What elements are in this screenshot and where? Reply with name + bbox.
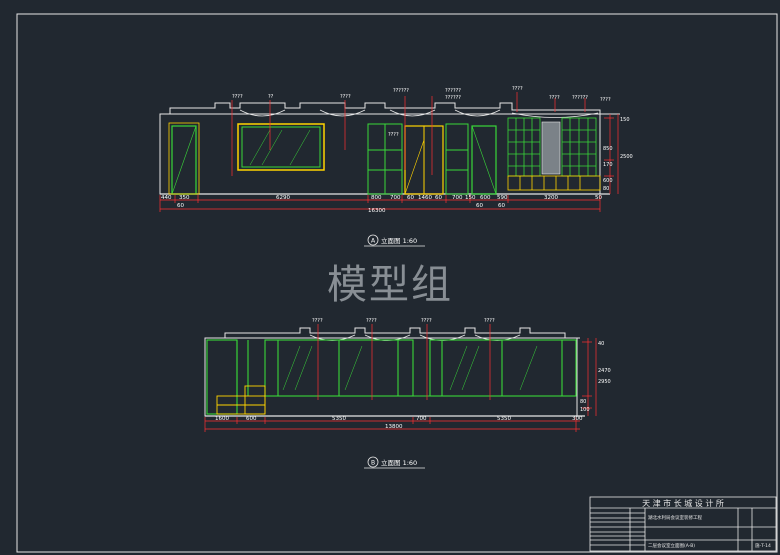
- wall-panels-b: [206, 339, 577, 415]
- dim-a-r2-2: 60: [476, 203, 483, 209]
- rdim-a-6: 80: [603, 186, 609, 192]
- rdim-b-1: 40: [598, 341, 604, 347]
- cabinet-base-a: [507, 175, 601, 191]
- dim-b-1: 1600: [215, 416, 229, 422]
- top-labels-a: ???? ?? ???? ?????? ?????? ?????? ???? ?…: [232, 86, 611, 138]
- screen-hatch: [249, 129, 311, 166]
- dim-a-5: 700: [390, 195, 401, 201]
- title-block-sheet-no: 施-T-14: [755, 542, 771, 549]
- elevation-b: 1600 600 5350 700 5350 300 13800 40 2470…: [204, 318, 611, 469]
- dim-a-4: 800: [371, 195, 382, 201]
- dim-a-3: 6290: [276, 195, 290, 201]
- tlabel-a-6: ??????: [445, 95, 461, 101]
- ceiling-profile-a: [160, 102, 620, 115]
- screen-frame-a: [237, 123, 325, 171]
- tlabel-a-2: ??: [268, 94, 274, 100]
- elevation-title-b: 立面图 1:60: [381, 458, 417, 467]
- tlabel-a-4: ??????: [393, 88, 409, 94]
- dim-b-5: 5350: [497, 416, 511, 422]
- dim-a-r2-3: 60: [498, 203, 505, 209]
- tlabel-b-3: ????: [421, 318, 432, 324]
- tlabel-a-1: ????: [232, 94, 243, 100]
- rdim-a-1: 150: [620, 117, 630, 123]
- elevation-marker-a: A 立面图 1:60: [364, 234, 425, 247]
- dimension-texts-a: 440 350 6290 800 700 60 1460 60 700 150 …: [161, 195, 602, 214]
- door-left-frame: [168, 122, 200, 195]
- rdim-a-3: 170: [603, 162, 613, 168]
- dim-b-4: 700: [416, 416, 427, 422]
- title-block-drawing-name: 二层会议室立面图(A-B): [648, 542, 695, 549]
- title-block-company: 天 津 市 长 城 设 计 所: [642, 498, 724, 508]
- dim-a-9: 700: [452, 195, 463, 201]
- dimension-lines-a: [159, 92, 619, 212]
- center-doors-a: [367, 123, 469, 195]
- hatch-b: [282, 345, 538, 391]
- top-labels-b: ???? ???? ???? ????: [312, 318, 495, 324]
- title-block-project: 湖北水利局会议室装修工程: [648, 514, 702, 521]
- elevation-marker-b: B 立面图 1:60: [364, 456, 425, 469]
- tlabel-b-2: ????: [366, 318, 377, 324]
- wall-outline-b: [204, 337, 578, 417]
- elevation-a: 440 350 6290 800 700 60 1460 60 700 150 …: [159, 86, 633, 247]
- door-right-a: [471, 125, 497, 195]
- dim-b-2: 600: [246, 416, 257, 422]
- title-block: [589, 496, 777, 552]
- dim-b-6: 300: [572, 416, 583, 422]
- rdim-a-4: 850: [603, 146, 613, 152]
- dim-a-2: 350: [179, 195, 190, 201]
- right-dims-a: 150 2500 170 850 600 80: [603, 117, 633, 192]
- watermark: 模型组: [327, 262, 453, 308]
- tlabel-a-7: ????: [512, 86, 523, 92]
- dim-a-1: 440: [161, 195, 172, 201]
- marker-letter-a: A: [371, 238, 376, 245]
- stone-panel-a: [541, 121, 561, 175]
- rdim-b-4: 80: [580, 399, 586, 405]
- tlabel-a-10: ??????: [572, 95, 588, 101]
- dimension-texts-b: 1600 600 5350 700 5350 300 13800: [215, 416, 583, 430]
- dim-a-6: 60: [407, 195, 414, 201]
- podium-b: [216, 385, 266, 415]
- tlabel-b-4: ????: [484, 318, 495, 324]
- dimension-lines-b: [204, 324, 597, 432]
- tlabel-a-3: ????: [340, 94, 351, 100]
- rdim-b-3: 2950: [598, 379, 611, 385]
- dim-a-11: 600: [480, 195, 491, 201]
- ceiling-lights-a: [239, 109, 599, 118]
- rdim-b-5: 100: [580, 407, 590, 413]
- tlabel-a-8: ????: [388, 132, 399, 138]
- door-left-swing: [171, 125, 197, 195]
- rdim-b-2: 2470: [598, 368, 611, 374]
- tlabel-a-11: ????: [600, 97, 611, 103]
- elevation-title-a: 立面图 1:60: [381, 236, 417, 245]
- screen-a: [241, 126, 321, 168]
- dim-a-10: 150: [465, 195, 476, 201]
- rdim-a-5: 600: [603, 178, 613, 184]
- right-dims-b: 40 2470 2950 80 100: [580, 341, 611, 413]
- drawing-border: [16, 13, 778, 553]
- dim-a-8: 60: [435, 195, 442, 201]
- marker-letter-b: B: [371, 460, 375, 467]
- tlabel-a-9: ????: [549, 95, 560, 101]
- rdim-a-2: 2500: [620, 154, 633, 160]
- dim-a-r2-1: 60: [177, 203, 184, 209]
- dim-a-7: 1460: [418, 195, 432, 201]
- dim-a-12: 590: [497, 195, 508, 201]
- dim-a-14: 50: [595, 195, 602, 201]
- dim-a-13: 3200: [544, 195, 558, 201]
- tlabel-b-1: ????: [312, 318, 323, 324]
- total-dim-b: 13800: [385, 424, 403, 430]
- tlabel-a-5: ??????: [445, 88, 461, 94]
- door-right-swing: [471, 125, 497, 195]
- dim-b-3: 5350: [332, 416, 346, 422]
- ceiling-profile-b: [205, 327, 580, 339]
- total-dim-a: 16300: [368, 208, 386, 214]
